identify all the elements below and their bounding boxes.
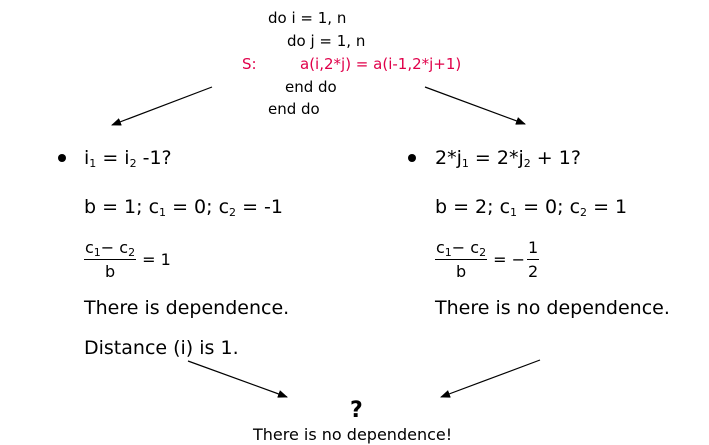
left-params: b = 1; c1 = 0; c2 = -1 <box>84 196 283 219</box>
arrow-right-to-result <box>440 359 541 398</box>
right-result-numerator: 1 <box>528 238 539 257</box>
left-fraction-numerator: c1− c2 <box>85 238 136 259</box>
arrow-to-left-branch <box>111 86 213 126</box>
left-fraction-denominator: b <box>104 262 116 281</box>
bullet-left <box>58 154 66 162</box>
right-conclusion: There is no dependence. <box>435 297 670 319</box>
arrow-to-right-branch <box>424 86 526 125</box>
final-result: There is no dependence! <box>253 425 453 444</box>
left-distance: Distance (i) is 1. <box>84 337 239 359</box>
statement-label: S: <box>242 55 257 73</box>
left-conclusion: There is dependence. <box>84 297 290 319</box>
code-line-end-do-outer: end do <box>268 100 320 118</box>
right-question: 2*j1 = 2*j2 + 1? <box>435 147 581 170</box>
arrow-left-to-result <box>187 360 288 398</box>
right-params: b = 2; c1 = 0; c2 = 1 <box>435 196 628 219</box>
left-question: i1 = i2 -1? <box>84 147 172 170</box>
right-fraction-result-sign: = − <box>493 250 525 269</box>
question-mark: ? <box>350 398 363 423</box>
code-line-end-do-inner: end do <box>285 78 337 96</box>
right-fraction: c1− c2 b = − 1 2 <box>435 238 540 281</box>
right-fraction-denominator: b <box>455 262 467 281</box>
bullet-right <box>408 154 416 162</box>
code-line-do-i: do i = 1, n <box>268 9 347 27</box>
right-fraction-numerator: c1− c2 <box>436 238 487 259</box>
code-line-do-j: do j = 1, n <box>287 32 366 50</box>
statement-code: a(i,2*j) = a(i-1,2*j+1) <box>300 55 462 73</box>
right-result-denominator: 2 <box>528 262 539 281</box>
left-fraction-result: = 1 <box>142 250 171 269</box>
left-fraction: c1− c2 b = 1 <box>84 238 171 281</box>
